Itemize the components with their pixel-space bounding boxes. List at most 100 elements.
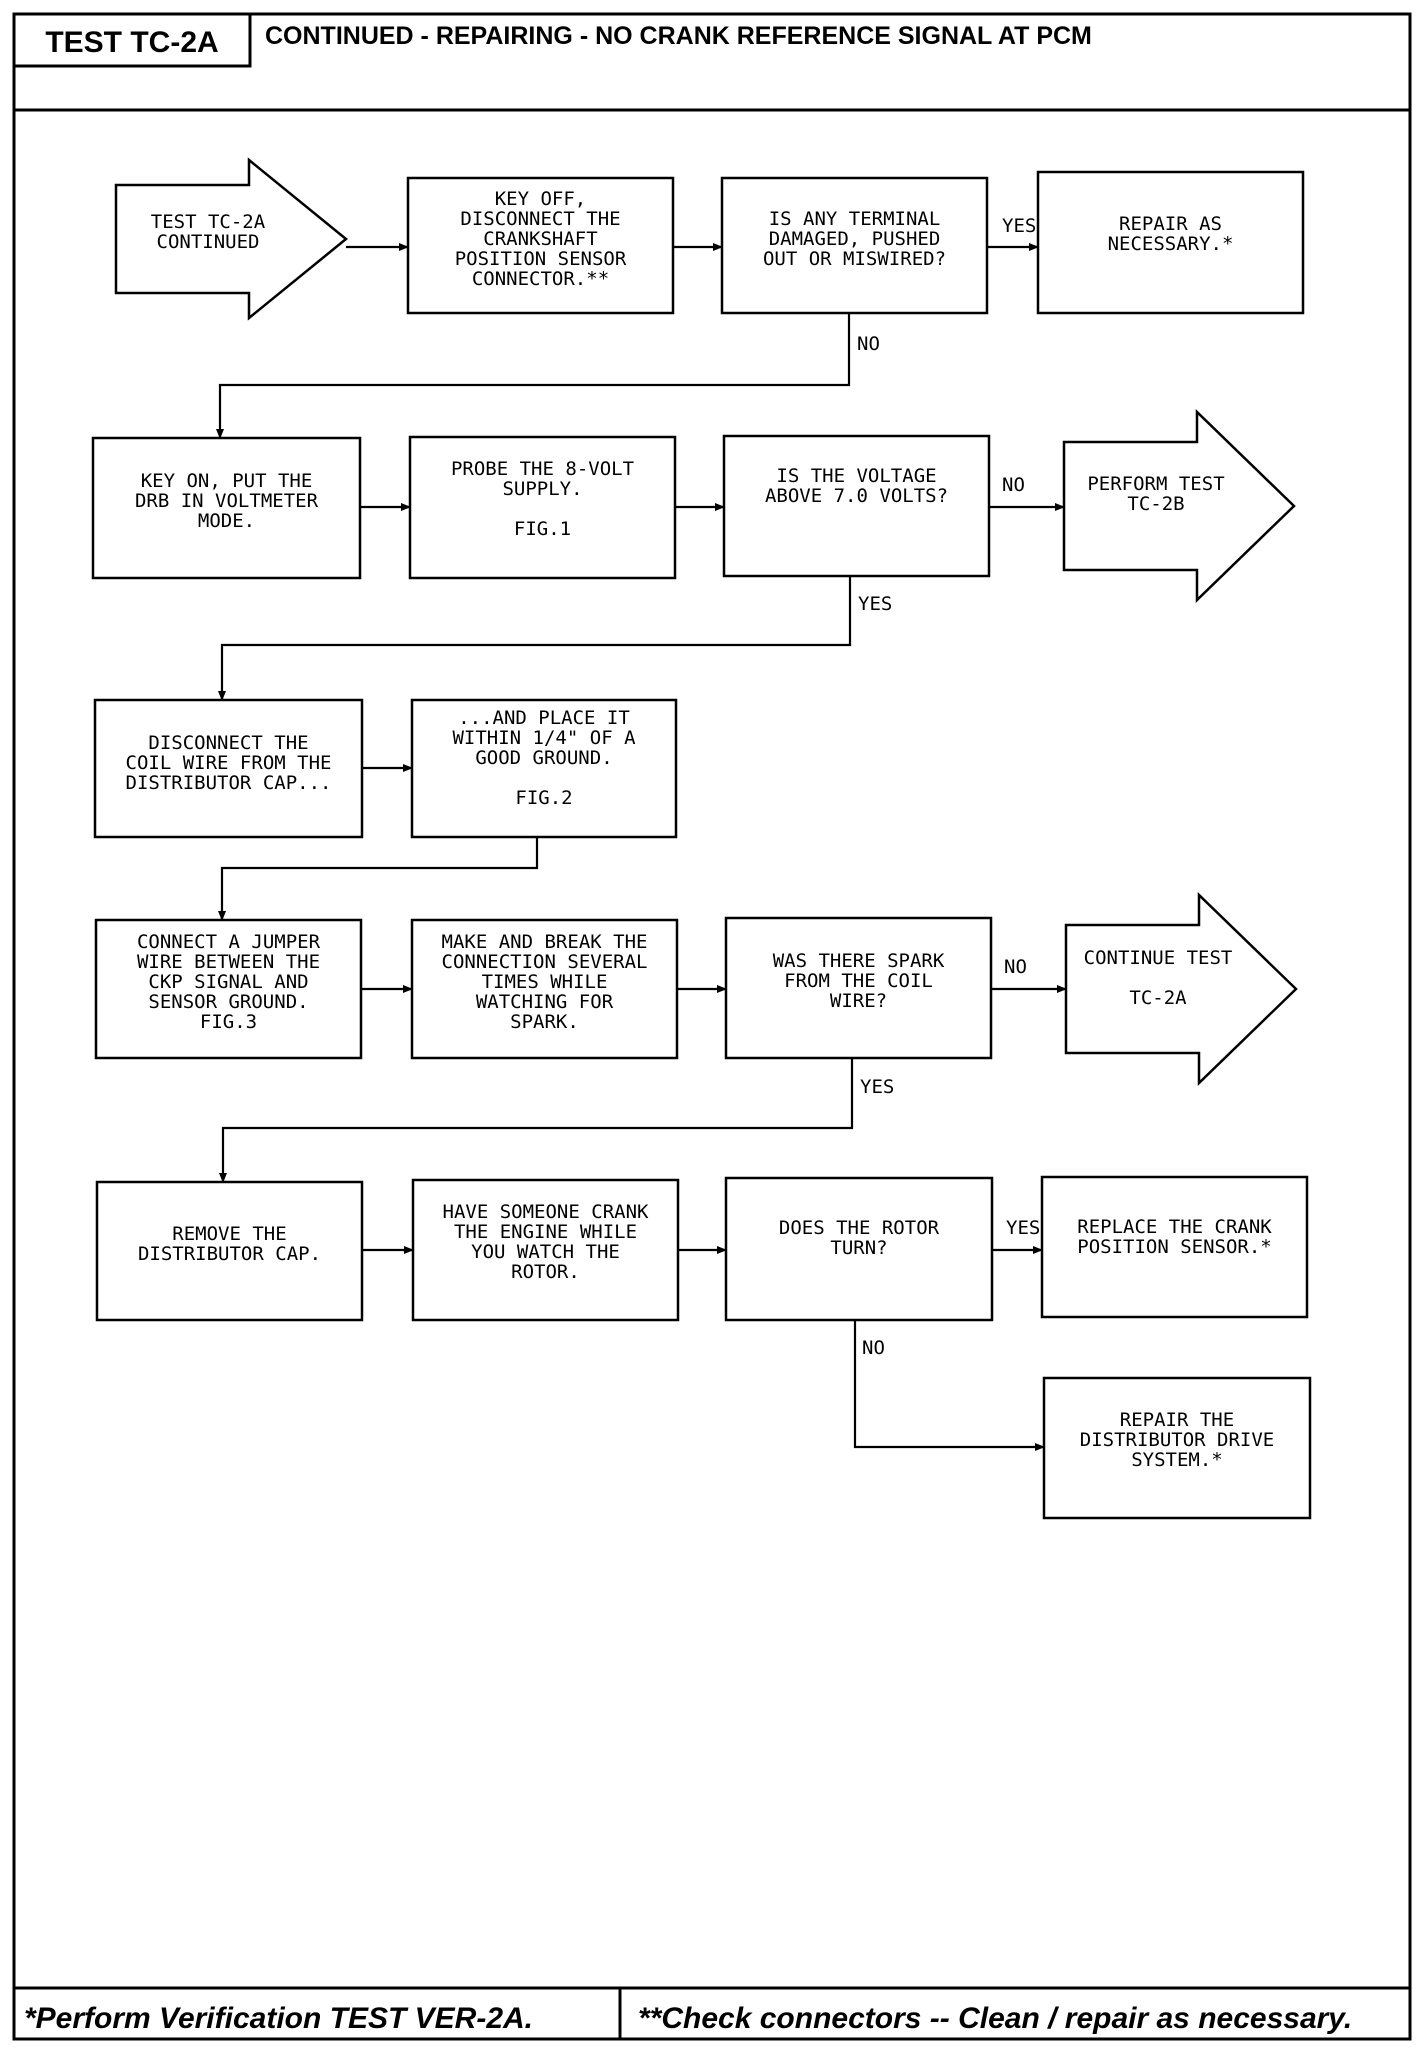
node-text-line: DAMAGED, PUSHED xyxy=(769,228,941,250)
node-text-line: DISTRIBUTOR DRIVE xyxy=(1080,1429,1274,1451)
box-shape xyxy=(722,434,991,578)
edge-label-no: NO xyxy=(857,333,880,355)
node-text-line: KEY ON, PUT THE xyxy=(141,470,313,492)
box-shape xyxy=(1036,170,1305,315)
edge-label-no: NO xyxy=(1002,474,1025,496)
node-text-line: DISTRIBUTOR CAP... xyxy=(126,772,332,794)
edge-label-yes: YES xyxy=(858,593,892,615)
box-shape xyxy=(95,1180,364,1322)
node-text-line: SPARK. xyxy=(510,1011,579,1033)
box-shape xyxy=(410,918,679,1060)
node-text-line: REPAIR AS xyxy=(1119,213,1222,235)
footer-verification-note: *Perform Verification TEST VER-2A. xyxy=(24,2002,533,2035)
connector-terminal-damaged-to-key-on xyxy=(216,313,851,439)
node-text-line: CONTINUE TEST xyxy=(1084,947,1233,969)
test-id-label: TEST TC-2A xyxy=(45,26,218,59)
connector-was-spark-to-remove-cap xyxy=(219,1058,854,1183)
node-text-line: THE ENGINE WHILE xyxy=(454,1221,637,1243)
header-title: CONTINUED - REPAIRING - NO CRANK REFEREN… xyxy=(265,22,1092,50)
node-text-line: WIRE? xyxy=(830,990,887,1012)
node-text-line: FROM THE COIL xyxy=(784,970,933,992)
node-text-line: ROTOR. xyxy=(511,1261,580,1283)
node-text-line: OUT OR MISWIRED? xyxy=(763,248,946,270)
node-text-line: PROBE THE 8-VOLT xyxy=(451,458,634,480)
node-text-line: DISCONNECT THE xyxy=(460,208,620,230)
node-text-line: REPLACE THE CRANK xyxy=(1077,1216,1272,1238)
node-text-line: NECESSARY.* xyxy=(1108,233,1234,255)
node-text-line: POSITION SENSOR xyxy=(455,248,627,270)
edge-label-yes: YES xyxy=(1002,215,1036,237)
node-text-line: FIG.3 xyxy=(200,1011,257,1033)
node-text-line: SYSTEM.* xyxy=(1131,1449,1223,1471)
node-text-line: TIMES WHILE xyxy=(482,971,608,993)
box-shape xyxy=(94,918,363,1060)
node-text-line: IS ANY TERMINAL xyxy=(769,208,941,230)
node-text-line: HAVE SOMEONE CRANK xyxy=(443,1201,649,1223)
node-text-line: MAKE AND BREAK THE xyxy=(442,931,648,953)
test-id-box xyxy=(12,12,252,68)
node-text-line: FIG.1 xyxy=(514,518,571,540)
box-shape xyxy=(1042,1376,1312,1520)
box-shape xyxy=(93,698,364,839)
connector-lines xyxy=(216,243,1067,1451)
node-text-line: CONNECTOR.** xyxy=(472,268,609,290)
arrow-shape xyxy=(114,157,348,321)
edge-label-yes: YES xyxy=(1006,1217,1040,1239)
node-text-line: TC-2A xyxy=(1129,987,1187,1009)
arrow-shape xyxy=(1064,892,1298,1086)
box-shape xyxy=(411,1178,680,1322)
node-text-line: WATCHING FOR xyxy=(476,991,614,1013)
node-text-line: COIL WIRE FROM THE xyxy=(126,752,332,774)
footer-connector-note: **Check connectors -- Clean / repair as … xyxy=(638,2002,1352,2035)
node-text-line: REPAIR THE xyxy=(1120,1409,1234,1431)
connector-voltage-above-to-disconnect-coil xyxy=(218,576,852,701)
node-text-line: CONTINUED xyxy=(157,231,260,253)
node-text-line: SENSOR GROUND. xyxy=(148,991,308,1013)
node-text-line: POSITION SENSOR.* xyxy=(1077,1236,1271,1258)
node-text-line: YOU WATCH THE xyxy=(471,1241,620,1263)
node-text-line: KEY OFF, xyxy=(495,188,587,210)
connector-place-ground-to-connect-jumper xyxy=(218,837,539,921)
node-text-line: GOOD GROUND. xyxy=(475,747,612,769)
node-text-line: SUPPLY. xyxy=(502,478,582,500)
node-text-line: CRANKSHAFT xyxy=(483,228,597,250)
node-text-line: CONNECTION SEVERAL xyxy=(442,951,648,973)
box-shape xyxy=(410,698,678,839)
connector-rotor-turn-to-repair-drive xyxy=(853,1320,1045,1451)
box-shape xyxy=(1040,1175,1309,1319)
node-text-line: IS THE VOLTAGE xyxy=(776,465,936,487)
node-text-line: DRB IN VOLTMETER xyxy=(135,490,319,512)
box-shape xyxy=(91,436,362,580)
node-text-line: FIG.2 xyxy=(515,787,572,809)
node-continue-tc2a: CONTINUE TEST TC-2A xyxy=(1064,892,1298,1086)
node-text-line: REMOVE THE xyxy=(172,1223,286,1245)
box-shape xyxy=(406,176,675,315)
node-text-line: WIRE BETWEEN THE xyxy=(137,951,320,973)
box-shape xyxy=(720,176,989,315)
edge-label-no: NO xyxy=(1004,956,1027,978)
edge-label-no: NO xyxy=(862,1337,885,1359)
box-shape xyxy=(724,916,993,1060)
node-text-line: CONNECT A JUMPER xyxy=(137,931,321,953)
arrow-shape xyxy=(1062,409,1296,603)
node-text-line: TEST TC-2A xyxy=(151,211,266,233)
